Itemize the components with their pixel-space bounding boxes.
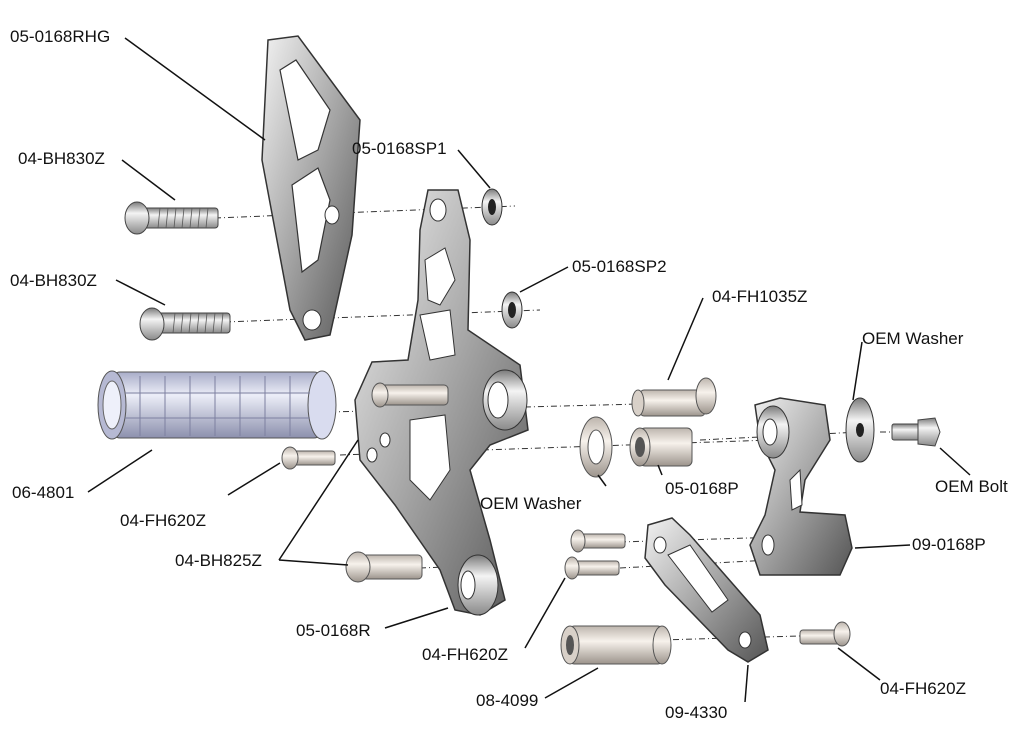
label-08-4099: 08-4099 xyxy=(476,691,539,710)
spacer-sp1 xyxy=(481,188,503,226)
label-04-fh620z-center: 04-FH620Z xyxy=(422,645,508,664)
label-05-0168r: 05-0168R xyxy=(296,621,371,640)
button-head-bolt-lower xyxy=(139,307,231,341)
label-05-0168p: 05-0168P xyxy=(665,479,739,498)
label-05-0168sp2: 05-0168SP2 xyxy=(572,257,667,276)
heel-guard-part xyxy=(261,35,361,341)
spacer-sp2 xyxy=(501,291,523,329)
label-09-0168p: 09-0168P xyxy=(912,535,986,554)
pivot-part xyxy=(629,427,693,467)
pivot-arm-part xyxy=(749,397,853,576)
button-head-bolt-upper xyxy=(124,201,219,235)
sleeve-part xyxy=(560,625,672,665)
button-head-bolt-825 xyxy=(345,551,423,583)
footpeg-grip-part xyxy=(97,370,449,440)
oem-washer-left xyxy=(579,416,613,478)
label-05-0168sp1: 05-0168SP1 xyxy=(352,139,447,158)
label-04-bh825z: 04-BH825Z xyxy=(175,551,262,570)
label-oem-washer-left: OEM Washer xyxy=(480,494,582,513)
label-04-bh830z-upper: 04-BH830Z xyxy=(18,149,105,168)
flat-head-bolt-center-upper xyxy=(570,529,626,553)
linkage-arm-part xyxy=(644,517,769,663)
label-06-4801: 06-4801 xyxy=(12,483,75,502)
oem-bolt-part xyxy=(891,417,941,447)
label-oem-bolt: OEM Bolt xyxy=(935,477,1008,496)
flat-head-bolt-1035 xyxy=(631,377,717,417)
label-oem-washer-right: OEM Washer xyxy=(862,329,964,348)
flat-head-bolt-right xyxy=(799,621,851,647)
flat-head-bolt-left xyxy=(281,446,336,470)
leader-lines xyxy=(87,37,971,703)
label-04-fh620z-left: 04-FH620Z xyxy=(120,511,206,530)
label-04-fh1035z: 04-FH1035Z xyxy=(712,287,808,306)
flat-head-bolt-center-lower xyxy=(564,556,620,580)
oem-washer-right xyxy=(845,397,875,463)
label-05-0168rhg: 05-0168RHG xyxy=(10,27,111,46)
label-04-fh620z-right: 04-FH620Z xyxy=(880,679,966,698)
label-04-bh830z-lower: 04-BH830Z xyxy=(10,271,97,290)
label-09-4330: 09-4330 xyxy=(665,703,728,722)
